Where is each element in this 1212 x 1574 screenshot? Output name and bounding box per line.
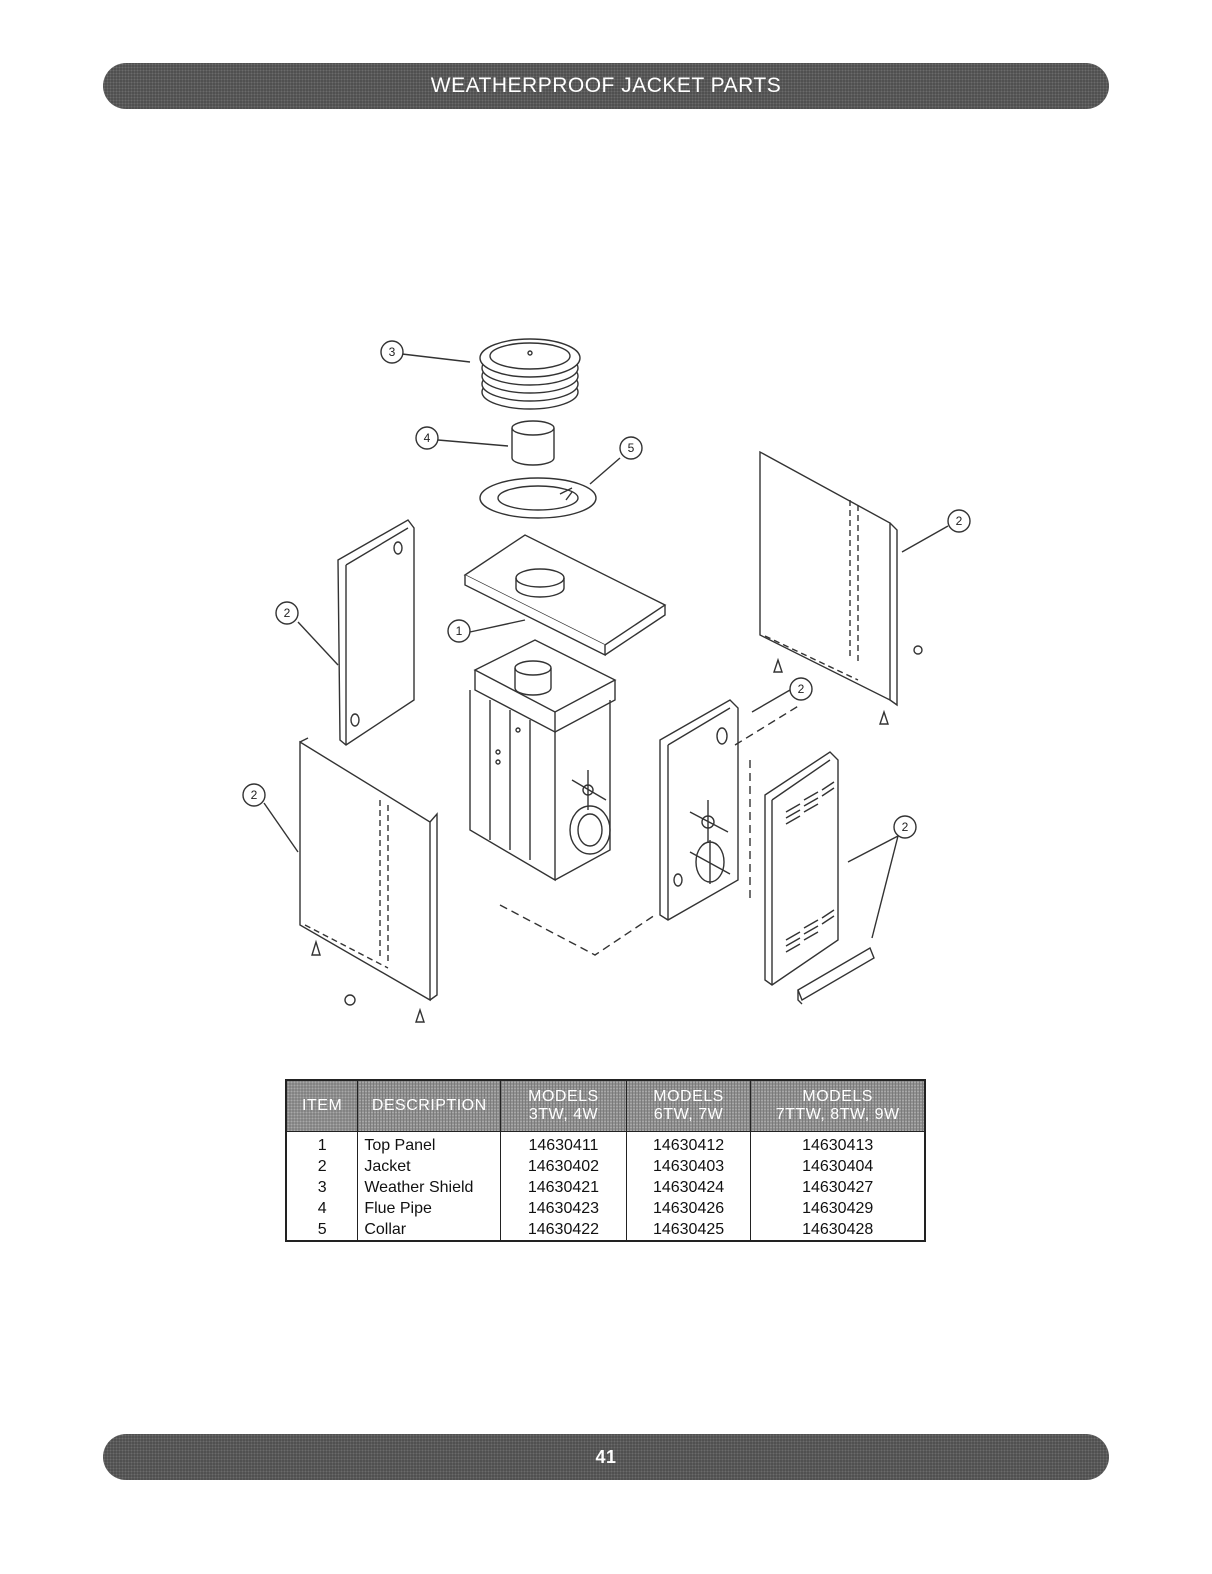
cell-part-number: 14630428: [750, 1219, 926, 1241]
header-models-2: MODELS 6TW, 7W: [625, 1079, 752, 1132]
header-models-3: MODELS 7TTW, 8TW, 9W: [750, 1079, 926, 1132]
callout-2-right-lower: 2: [893, 815, 917, 839]
cell-part-number: 14630404: [750, 1156, 926, 1177]
svg-text:2: 2: [798, 682, 805, 696]
leader-lines: [263, 353, 949, 939]
header-models-1-line1: MODELS: [528, 1088, 599, 1105]
assembly-guide-lines: [499, 704, 801, 956]
page-number-banner: 41: [103, 1434, 1109, 1480]
table-row: 2 Jacket 14630402 14630403 14630404: [285, 1156, 926, 1177]
cell-part-number: 14630412: [625, 1131, 752, 1156]
callout-2-center: 2: [789, 677, 813, 701]
callout-4: 4: [415, 426, 439, 450]
cell-part-number: 14630429: [750, 1198, 926, 1219]
cell-description: Collar: [357, 1219, 502, 1241]
cell-part-number: 14630423: [500, 1198, 627, 1219]
svg-text:2: 2: [956, 514, 963, 528]
page-number: 41: [595, 1446, 617, 1467]
weather-shield-part: [479, 338, 581, 410]
top-panel-part: [463, 534, 667, 657]
right-upper-panel: [759, 450, 923, 725]
callout-2-left-lower: 2: [242, 783, 266, 807]
cell-part-number: 14630425: [625, 1219, 752, 1241]
header-models-1: MODELS 3TW, 4W: [500, 1079, 627, 1132]
right-front-panel: [764, 751, 839, 986]
cell-item: 4: [285, 1198, 359, 1219]
cell-item: 3: [285, 1177, 359, 1198]
table-row: 1 Top Panel 14630411 14630412 14630413: [285, 1131, 926, 1156]
cell-description: Top Panel: [357, 1131, 502, 1156]
parts-table-header: ITEM DESCRIPTION MODELS 3TW, 4W MODELS 6…: [285, 1079, 926, 1132]
cell-part-number: 14630411: [500, 1131, 627, 1156]
svg-text:2: 2: [251, 788, 258, 802]
cell-part-number: 14630424: [625, 1177, 752, 1198]
svg-text:5: 5: [628, 441, 635, 455]
flue-pipe-part: [511, 420, 555, 466]
table-row: 4 Flue Pipe 14630423 14630426 14630429: [285, 1198, 926, 1219]
header-description: DESCRIPTION: [357, 1079, 502, 1132]
header-item: ITEM: [285, 1079, 359, 1132]
cell-part-number: 14630421: [500, 1177, 627, 1198]
left-lower-panel: [299, 737, 438, 1023]
table-row: 3 Weather Shield 14630421 14630424 14630…: [285, 1177, 926, 1198]
header-models-3-line1: MODELS: [802, 1088, 873, 1105]
svg-text:2: 2: [284, 606, 291, 620]
exploded-parts-diagram: 3 4 5 2 1 2 2 2 2: [242, 338, 971, 1023]
callout-1: 1: [447, 619, 471, 643]
bottom-bracket-part: [797, 946, 875, 1005]
cell-item: 5: [285, 1219, 359, 1241]
cell-part-number: 14630422: [500, 1219, 627, 1241]
svg-text:3: 3: [389, 345, 396, 359]
collar-part: [479, 477, 597, 519]
cell-description: Flue Pipe: [357, 1198, 502, 1219]
callout-3: 3: [380, 340, 404, 364]
callout-2-left-upper: 2: [275, 601, 299, 625]
header-models-2-line2: 6TW, 7W: [653, 1106, 724, 1123]
left-upper-panel: [337, 519, 415, 746]
header-models-1-line2: 3TW, 4W: [528, 1106, 599, 1123]
cell-part-number: 14630403: [625, 1156, 752, 1177]
svg-text:1: 1: [456, 624, 463, 638]
cell-item: 2: [285, 1156, 359, 1177]
parts-table: ITEM DESCRIPTION MODELS 3TW, 4W MODELS 6…: [285, 1079, 926, 1242]
cell-part-number: 14630402: [500, 1156, 627, 1177]
svg-text:2: 2: [902, 820, 909, 834]
header-models-3-line2: 7TTW, 8TW, 9W: [775, 1106, 900, 1123]
center-right-panel: [659, 699, 739, 921]
header-models-2-line1: MODELS: [653, 1088, 724, 1105]
cell-description: Weather Shield: [357, 1177, 502, 1198]
page-title-banner: WEATHERPROOF JACKET PARTS: [103, 63, 1109, 109]
cell-item: 1: [285, 1131, 359, 1156]
cell-part-number: 14630413: [750, 1131, 926, 1156]
cell-part-number: 14630426: [625, 1198, 752, 1219]
cell-description: Jacket: [357, 1156, 502, 1177]
svg-text:4: 4: [424, 431, 431, 445]
table-row: 5 Collar 14630422 14630425 14630428: [285, 1219, 926, 1241]
cell-part-number: 14630427: [750, 1177, 926, 1198]
callout-2-right-upper: 2: [947, 509, 971, 533]
callout-5: 5: [619, 436, 643, 460]
page-title: WEATHERPROOF JACKET PARTS: [430, 74, 782, 97]
heater-body: [469, 639, 617, 882]
